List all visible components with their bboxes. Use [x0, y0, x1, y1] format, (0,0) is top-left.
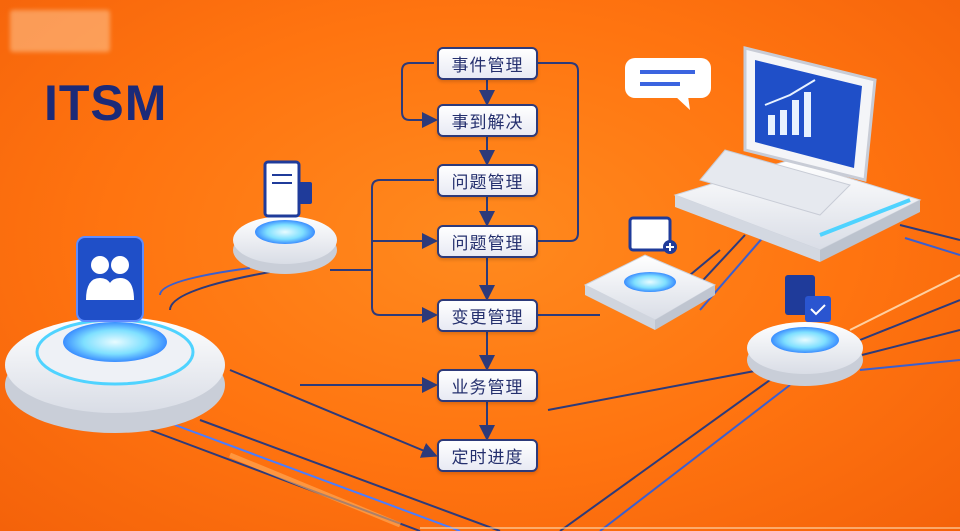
checklist-platform [747, 275, 863, 386]
user-platform [5, 236, 225, 433]
step-resolution[interactable]: 事到解决 [437, 104, 538, 137]
step-business-management[interactable]: 业务管理 [437, 369, 538, 402]
watermark [10, 10, 110, 52]
laptop-platform [673, 46, 922, 262]
light-streak [229, 452, 960, 529]
document-platform [233, 160, 337, 274]
chat-bubble-icon [625, 58, 711, 110]
page-title: ITSM [44, 75, 168, 131]
users-icon [76, 236, 144, 322]
step-schedule-progress[interactable]: 定时进度 [437, 439, 538, 472]
step-change-management[interactable]: 变更管理 [437, 299, 538, 332]
step-incident-management[interactable]: 事件管理 [437, 47, 538, 80]
monitor-platform [583, 216, 717, 330]
step-problem-management-1[interactable]: 问题管理 [437, 164, 538, 197]
cables [149, 224, 960, 531]
flow-connectors [229, 62, 761, 458]
monitor-icon [628, 216, 672, 252]
document-icon [263, 160, 301, 218]
step-problem-management-2[interactable]: 问题管理 [437, 225, 538, 258]
